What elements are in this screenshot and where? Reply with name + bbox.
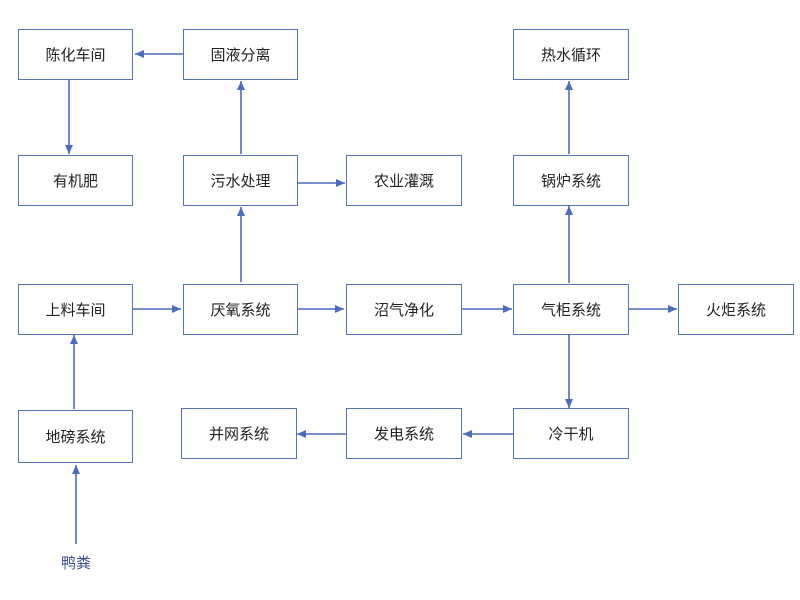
node-label: 冷干机: [548, 425, 594, 443]
node-anaerobic-system: 厌氧系统: [183, 284, 298, 335]
node-label: 陈化车间: [45, 46, 106, 64]
node-label: 火炬系统: [705, 301, 766, 319]
node-label: 上料车间: [45, 301, 106, 319]
node-label: 固液分离: [210, 46, 271, 64]
node-label: 沼气净化: [373, 301, 434, 319]
node-gas-holder-system: 气柜系统: [513, 284, 629, 335]
node-label: 污水处理: [210, 172, 271, 190]
node-flare-system: 火炬系统: [678, 284, 794, 335]
node-cold-dryer: 冷干机: [513, 408, 629, 459]
node-feeding-workshop: 上料车间: [18, 284, 133, 335]
node-grid-connection-system: 并网系统: [181, 408, 297, 459]
node-label: 锅炉系统: [540, 172, 601, 190]
node-label: 农业灌溉: [373, 172, 434, 190]
node-power-generation-system: 发电系统: [346, 408, 462, 459]
node-label: 热水循环: [540, 46, 601, 64]
node-solid-liquid-separation: 固液分离: [183, 29, 298, 80]
node-heat-water-cycle: 热水循环: [513, 29, 629, 80]
node-organic-fertilizer: 有机肥: [18, 155, 133, 206]
node-label: 并网系统: [208, 425, 269, 443]
node-weighbridge-system: 地磅系统: [18, 410, 133, 463]
node-biogas-purification: 沼气净化: [346, 284, 462, 335]
node-label: 地磅系统: [45, 428, 106, 446]
node-label: 有机肥: [52, 172, 98, 190]
node-label: 发电系统: [373, 425, 434, 443]
node-agricultural-irrigation: 农业灌溉: [346, 155, 462, 206]
node-boiler-system: 锅炉系统: [513, 155, 629, 206]
node-aging-workshop: 陈化车间: [18, 29, 133, 80]
node-sewage-treatment: 污水处理: [183, 155, 298, 206]
node-label: 厌氧系统: [210, 301, 271, 319]
node-label: 气柜系统: [540, 301, 601, 319]
source-label-duck-manure: 鸭粪: [60, 554, 91, 572]
